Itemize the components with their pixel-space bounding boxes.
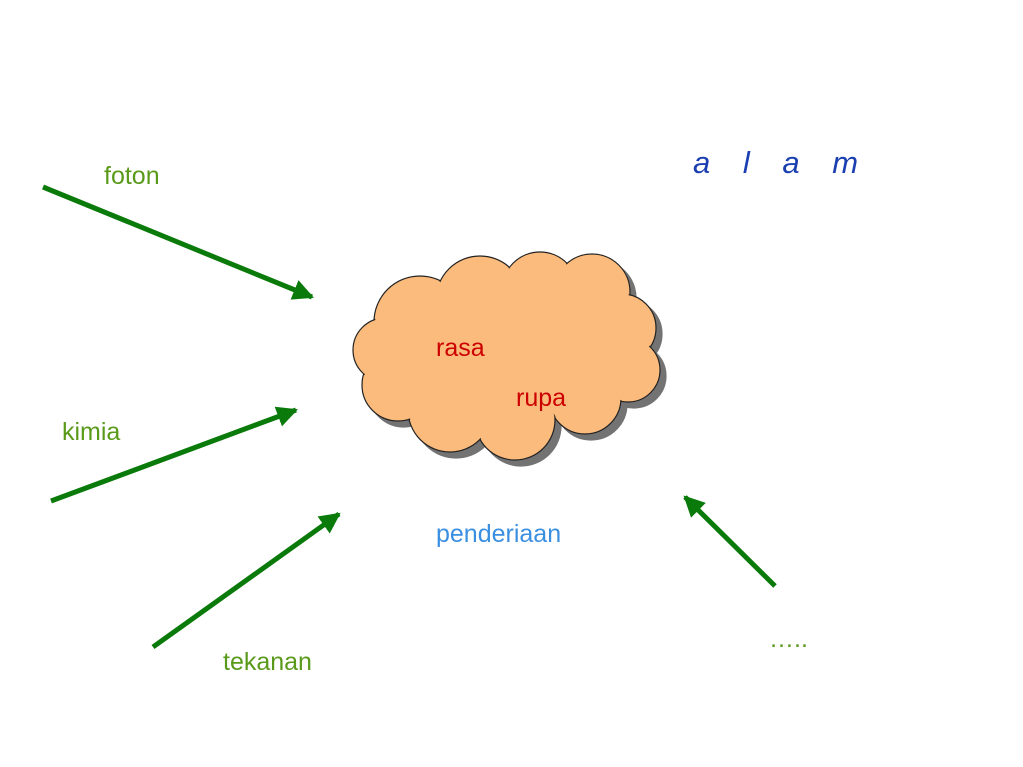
label-kimia: kimia	[62, 418, 121, 446]
cloud-shape	[352, 251, 661, 461]
arrow-kimia	[50, 406, 298, 504]
diagram-title: a l a m	[693, 145, 871, 180]
label-tekanan: tekanan	[223, 648, 312, 676]
arrow-other	[683, 495, 777, 588]
caption-penderiaan: penderiaan	[436, 520, 562, 548]
arrow-foton	[42, 184, 314, 300]
cloud-label-rupa: rupa	[516, 384, 567, 412]
label-foton: foton	[104, 162, 160, 190]
cloud-label-rasa: rasa	[436, 334, 485, 362]
label-other-stimulus: …..	[769, 625, 808, 653]
arrow-tekanan	[151, 511, 341, 650]
